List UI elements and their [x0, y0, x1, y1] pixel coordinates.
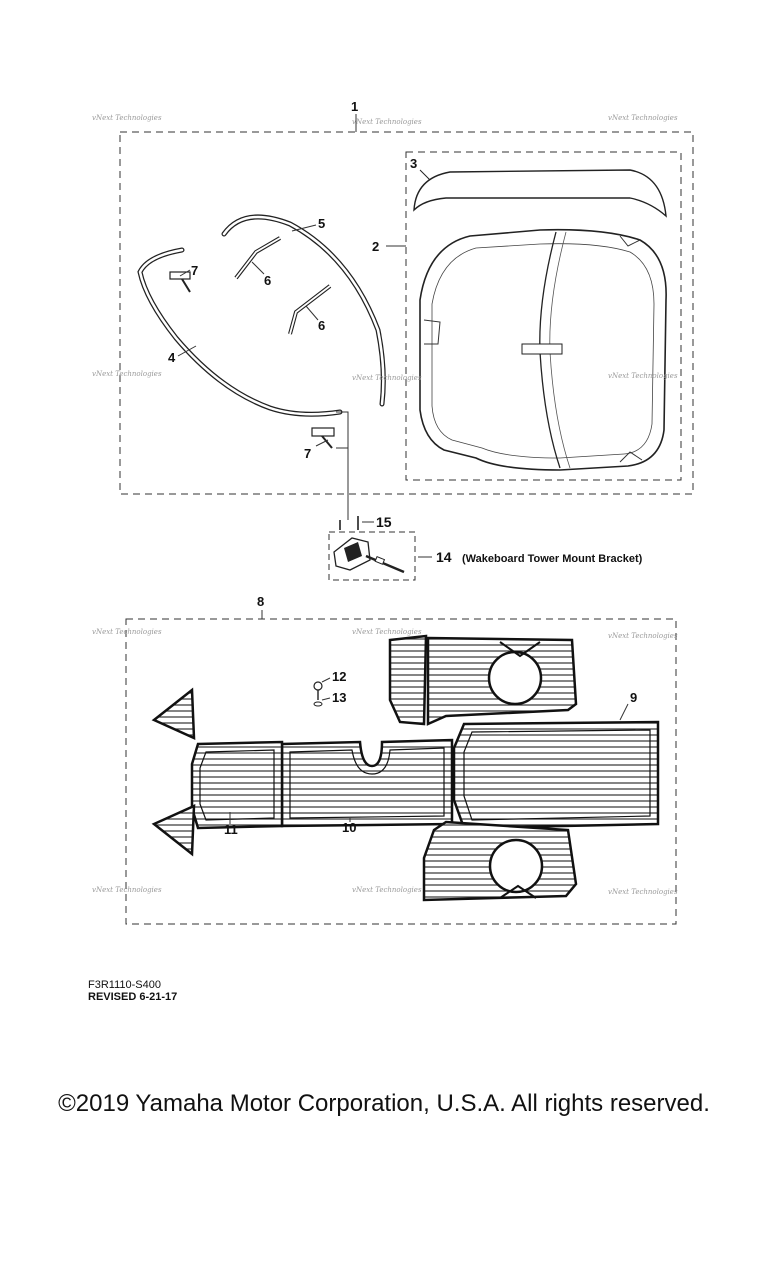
callout-1: 1 [351, 99, 358, 114]
mat-lower-seat [422, 820, 578, 902]
part-12-13-fastener [313, 681, 323, 707]
watermark: vNext Technologies [608, 632, 678, 640]
callout-5: 5 [318, 216, 325, 231]
callout-8: 8 [257, 594, 264, 609]
group-2-frame [405, 151, 682, 481]
part-6-strut-a [234, 236, 282, 280]
callout-4: 4 [168, 350, 176, 365]
watermark: vNext Technologies [608, 888, 678, 896]
diagram-code-block: F3R1110-S400 REVISED 6-21-17 [88, 979, 177, 1003]
part-14-bracket [333, 537, 405, 574]
copyright-notice: ©2019 Yamaha Motor Corporation, U.S.A. A… [58, 1090, 710, 1117]
callout-10: 10 [342, 820, 356, 835]
watermark: vNext Technologies [352, 886, 422, 894]
mat-corner-left-bottom [151, 804, 196, 857]
callout-3: 3 [410, 156, 417, 171]
callout-6a: 6 [264, 273, 271, 288]
mat-corner-left-top [151, 687, 196, 740]
callout-11: 11 [224, 822, 238, 837]
watermark: vNext Technologies [352, 628, 422, 636]
callout-9: 9 [630, 690, 637, 705]
part-10-walkway-mat [280, 738, 454, 828]
callout-7b: 7 [304, 446, 311, 461]
callout-14: 14 [436, 549, 452, 565]
watermark: vNext Technologies [608, 372, 678, 380]
revised-date: REVISED 6-21-17 [88, 991, 178, 1003]
group-14-frame [328, 531, 416, 581]
watermark: vNext Technologies [92, 370, 162, 378]
watermark: vNext Technologies [92, 114, 162, 122]
watermark: vNext Technologies [352, 374, 422, 382]
part-9-deck-mat [452, 720, 660, 830]
callout-2: 2 [372, 239, 379, 254]
watermark: vNext Technologies [608, 114, 678, 122]
callout-7a: 7 [191, 263, 198, 278]
part-3-visor [413, 169, 667, 218]
group-8-frame [125, 618, 677, 925]
part-6-strut-b [288, 284, 332, 335]
callout-6b: 6 [318, 318, 325, 333]
part-15-screw [339, 516, 359, 530]
callout-12: 12 [332, 669, 346, 684]
part-7-fitting-a [169, 271, 191, 293]
part-7-fitting-b [311, 427, 335, 449]
mat-upper-seat [388, 634, 578, 726]
callout-15: 15 [376, 514, 392, 530]
bracket-note: (Wakeboard Tower Mount Bracket) [462, 553, 643, 565]
watermark: vNext Technologies [352, 118, 422, 126]
callout-13: 13 [332, 690, 346, 705]
part-11-stern-mat [190, 740, 284, 830]
watermark: vNext Technologies [92, 886, 162, 894]
watermark: vNext Technologies [92, 628, 162, 636]
diagram-code: F3R1110-S400 [88, 979, 161, 991]
